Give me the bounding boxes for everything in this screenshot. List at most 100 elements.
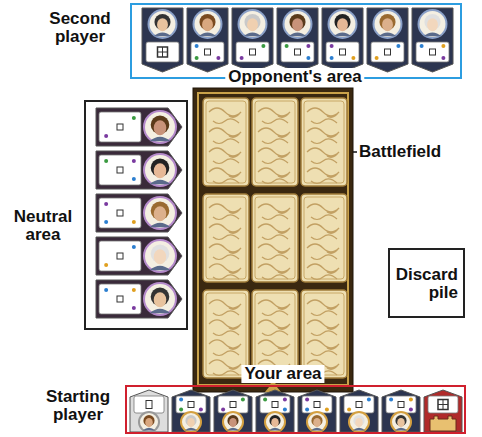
slot-swirl (209, 300, 241, 316)
ability-dot (375, 56, 379, 60)
portrait-body (153, 32, 171, 36)
icon-panel (260, 396, 290, 413)
slot-swirl (307, 204, 339, 220)
area-heading: Neutral area (6, 208, 80, 244)
slot-swirl (209, 264, 241, 280)
portrait-body (378, 32, 396, 36)
portrait-bg (375, 11, 401, 37)
card-symbol (250, 49, 256, 55)
portrait-ring (418, 9, 448, 39)
player-card (172, 390, 210, 433)
portrait-ring (143, 110, 177, 144)
portrait-hair (269, 415, 280, 426)
ability-dot (367, 397, 371, 401)
portrait-body (269, 428, 282, 431)
neutral-card (96, 280, 182, 318)
battlefield-board (193, 88, 353, 392)
slot-swirl (258, 148, 290, 164)
portrait-bg (266, 413, 284, 431)
ability-dot (389, 397, 393, 401)
ability-dot (179, 408, 183, 412)
slot-swirl (307, 128, 339, 144)
slot-swirl (209, 148, 241, 164)
portrait-face (382, 18, 393, 31)
portrait-ring (306, 411, 328, 433)
slot-swirl (307, 340, 339, 356)
area-label: Starting player (34, 388, 122, 424)
portrait-body (150, 309, 171, 314)
icon-panel (99, 198, 141, 228)
card-symbol (158, 47, 168, 57)
ability-dot (216, 56, 220, 60)
slot-parchment (203, 194, 249, 282)
portrait-ring (143, 196, 177, 230)
card-symbol (272, 402, 278, 408)
icon-panel (386, 396, 416, 413)
portrait-body (150, 266, 171, 271)
ability-dot (351, 56, 355, 60)
icon-panel (191, 42, 224, 62)
card-outline (96, 108, 182, 146)
battlefield-slot (252, 194, 298, 282)
slot-inner-line (206, 101, 246, 183)
icon-panel (326, 42, 359, 62)
card-symbol (158, 47, 168, 57)
portrait-face (397, 418, 405, 427)
card-outline (322, 8, 363, 72)
portrait-bg (150, 11, 176, 37)
portrait-body (227, 428, 240, 431)
battlefield-slot (301, 194, 347, 282)
ability-dot (325, 408, 329, 412)
opponent-card (412, 8, 453, 72)
battlefield-slot (301, 98, 347, 186)
ability-dot (104, 263, 108, 267)
slot-swirl (209, 320, 241, 336)
card-outline (232, 8, 273, 72)
portrait-bg (350, 413, 368, 431)
portrait-face (154, 163, 167, 178)
card-symbol (117, 296, 123, 302)
portrait-body (150, 223, 171, 228)
portrait-face (229, 418, 237, 427)
slot-swirl (258, 300, 290, 316)
opponent-card (367, 8, 408, 72)
battlefield-slot (252, 98, 298, 186)
player-card (340, 390, 378, 433)
player-card (214, 390, 252, 433)
player-card (424, 390, 462, 432)
card-outline (340, 390, 378, 432)
slot-swirl (307, 108, 339, 124)
card-outline (412, 8, 453, 72)
card-symbol (430, 49, 436, 55)
portrait-ring (180, 411, 202, 433)
portrait-hair (185, 415, 196, 426)
player-card (298, 390, 336, 433)
card-symbol (398, 402, 404, 408)
player-card (382, 390, 420, 433)
portrait-hair (395, 415, 406, 426)
slot-parchment (301, 98, 347, 186)
card-outline (382, 390, 420, 432)
icon-panel (176, 396, 206, 413)
slot-parchment (203, 98, 249, 186)
ability-dot (132, 177, 136, 181)
icon-panel (344, 396, 374, 413)
portrait-ring (143, 239, 177, 273)
portrait-bg (145, 112, 175, 142)
card-outline (277, 8, 318, 72)
card-symbol (356, 402, 362, 408)
portrait-body (311, 428, 324, 431)
card-symbol (205, 49, 211, 55)
icon-panel (218, 396, 248, 413)
area-label: Second player (38, 10, 122, 46)
card-symbol (117, 124, 123, 130)
ability-dot (306, 44, 310, 48)
slot-inner-line (304, 197, 344, 279)
slot-swirl (307, 148, 339, 164)
slot-parchment (301, 194, 347, 282)
portrait-ring (148, 9, 178, 39)
portrait-face (427, 18, 438, 31)
icon-panel (99, 155, 141, 185)
card-outline (214, 390, 252, 432)
